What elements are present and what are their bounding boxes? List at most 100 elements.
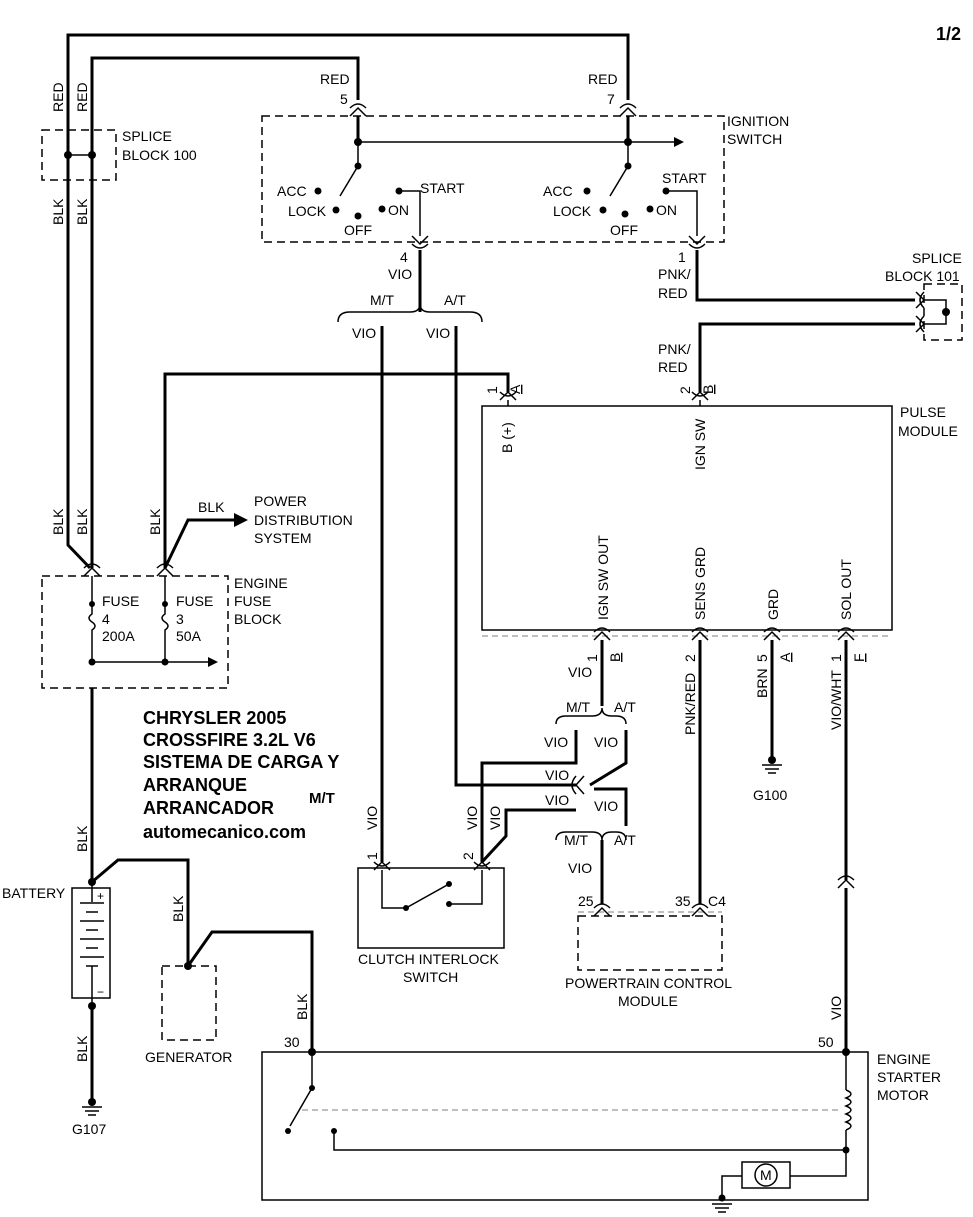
wire-label-at: A/T [614, 699, 636, 715]
battery-cable: BLK [74, 688, 94, 882]
pulse-pin-letter: B [700, 385, 716, 394]
ign-sw-out-circuit: VIO M/T A/T VIO VIO VIO VIO VIO VIO VIO … [464, 640, 636, 904]
blk-battery-generator: BLK BLK [91, 858, 314, 1052]
wire-label-red: RED [588, 71, 618, 87]
clutch-pin-2: 2 [460, 852, 476, 860]
wire-label-vio: VIO [594, 734, 618, 750]
wire-label-red: RED [658, 285, 688, 301]
pulse-pin-letter: B [607, 653, 623, 662]
generator-label: GENERATOR [145, 1049, 232, 1065]
wire-label-pnk: PNK/ [658, 266, 691, 282]
pulse-grd: GRD [765, 589, 781, 620]
pds-label: SYSTEM [254, 530, 312, 546]
pulse-sens-grd: SENS GRD [692, 547, 708, 620]
engine-fuse-block: FUSE 4 200A FUSE 3 50A ENGINE FUSE BLOCK [41, 563, 288, 689]
battery: + − BATTERY BLK G107 [2, 878, 111, 1137]
page-number: 1/2 [936, 24, 961, 44]
splice-block-101: SPLICE BLOCK 101 [885, 250, 963, 341]
pcm-label: MODULE [618, 993, 678, 1009]
engine-fuse-block-label: FUSE [234, 593, 271, 609]
fuse-label: FUSE [176, 593, 213, 609]
pulse-pin-letter: F [851, 653, 867, 662]
pcm-pin-25: 25 [578, 893, 594, 909]
wire-label-vio: VIO [364, 806, 380, 830]
generator: GENERATOR [145, 962, 232, 1065]
wire-label-brn: BRN [754, 668, 770, 698]
wire-label-blk: BLK [147, 508, 163, 535]
ignition-pin-7: 7 [607, 91, 615, 107]
pulse-ign-sw-out: IGN SW OUT [595, 535, 611, 620]
wire-label-mt: M/T [370, 292, 395, 308]
pds-label: POWER [254, 493, 307, 509]
ign-start-label: START [420, 180, 465, 196]
starter-label: ENGINE [877, 1051, 931, 1067]
pulse-pin: 1 [828, 654, 844, 662]
sens-grd-circuit: PNK/RED BRN G100 [682, 640, 787, 904]
wire-label-blk: BLK [74, 508, 90, 535]
ign-off-label: OFF [344, 222, 372, 238]
wire-label-pnk-red: PNK/RED [682, 673, 698, 735]
pulse-module-label: MODULE [898, 423, 958, 439]
sol-out-circuit: VIO/WHT VIO [828, 640, 855, 1052]
pcm-pin-35: 35 [675, 893, 691, 909]
starter-label: STARTER [877, 1069, 941, 1085]
starter-motor-symbol: M [760, 1167, 772, 1183]
pds-label: DISTRIBUTION [254, 512, 353, 528]
ground-g100: G100 [753, 787, 787, 803]
pnk-red-ignition: PNK/ RED PNK/ RED [658, 250, 915, 392]
wire-label-vio: VIO [388, 266, 412, 282]
starter-pin-50: 50 [818, 1034, 834, 1050]
ign-on-label: ON [388, 202, 409, 218]
starter-pin-30: 30 [284, 1034, 300, 1050]
splice-100-label: SPLICE [122, 128, 172, 144]
wire-label-vio: VIO [487, 806, 503, 830]
ignition-pin-4: 4 [400, 249, 408, 265]
wire-label-blk: BLK [170, 895, 186, 922]
engine-starter-motor: 30 50 M ENGINE STARTER MOTOR [261, 1034, 941, 1213]
pulse-pin-letter: A [777, 652, 793, 662]
splice-101-label: SPLICE [912, 250, 962, 266]
wire-label-vio: VIO [568, 860, 592, 876]
wire-label-blk: BLK [50, 508, 66, 535]
wire-label-blk: BLK [74, 825, 90, 852]
splice-100-label: BLOCK 100 [122, 147, 197, 163]
pulse-pin: 1 [584, 654, 600, 662]
fuse-4-number: 4 [102, 611, 110, 627]
clutch-interlock-switch: 1 2 CLUTCH INTERLOCK SWITCH [357, 852, 505, 985]
fuse-label: FUSE [102, 593, 139, 609]
blk-fuse3-to-pulse: BLK BLK POWER DISTRIBUTION SYSTEM [147, 372, 510, 569]
fuse-4-rating: 200A [102, 628, 135, 644]
ign-acc-label: ACC [277, 183, 307, 199]
pcm-connector: C4 [708, 893, 726, 909]
wire-label-vio-wht: VIO/WHT [828, 670, 844, 730]
starter-label: MOTOR [877, 1087, 929, 1103]
pulse-pin-letter: A [507, 384, 523, 394]
clutch-label: CLUTCH INTERLOCK [358, 951, 499, 967]
title-line: SISTEMA DE CARGA Y [143, 752, 339, 772]
pcm-label: POWERTRAIN CONTROL [565, 975, 732, 991]
ground-g107: G107 [72, 1121, 106, 1137]
wire-label-vio: VIO [545, 792, 569, 808]
wire-label-vio: VIO [352, 325, 376, 341]
wire-label-vio: VIO [545, 767, 569, 783]
fuse-3-rating: 50A [176, 628, 202, 644]
blk-wires-left: BLK BLK BLK BLK [50, 180, 94, 570]
splice-101-label: BLOCK 101 [885, 268, 960, 284]
wire-label-mt: M/T [566, 699, 591, 715]
wire-label-mt: M/T [564, 832, 589, 848]
title-line: ARRANCADOR [143, 798, 274, 818]
ignition-pin-1: 1 [678, 249, 686, 265]
title-suffix: M/T [309, 790, 335, 807]
powertrain-control-module: 25 35 C4 POWERTRAIN CONTROL MODULE [565, 893, 732, 1009]
ignition-switch: ACC LOCK OFF ON START ACC LOCK OFF ON ST… [261, 103, 789, 265]
wire-label-blk: BLK [50, 198, 66, 225]
pulse-b-plus: B (+) [499, 422, 515, 453]
pulse-pin: 1 [484, 386, 500, 394]
ignition-switch-label: IGNITION [727, 113, 789, 129]
ign-lock-label: LOCK [553, 203, 592, 219]
title-block: CHRYSLER 2005 CROSSFIRE 3.2L V6 SISTEMA … [143, 708, 339, 842]
pulse-pin: 2 [682, 654, 698, 662]
pulse-pin: 2 [677, 386, 693, 394]
ign-lock-label: LOCK [288, 203, 327, 219]
